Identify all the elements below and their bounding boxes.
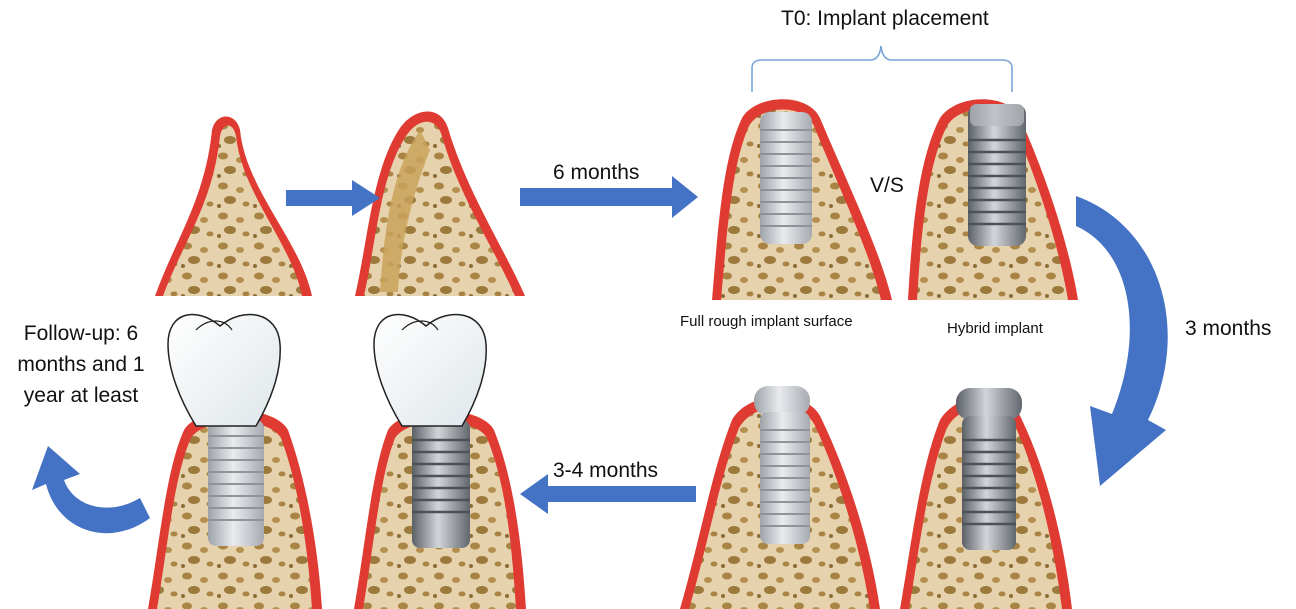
implant-hybrid-healing [956, 388, 1022, 550]
crown-icon [374, 314, 486, 426]
ridge-narrow [155, 117, 312, 297]
interval-6-months: 6 months [553, 161, 639, 185]
curved-arrow-icon [32, 446, 150, 533]
versus-label: V/S [870, 174, 904, 198]
ridge-augmented [355, 111, 525, 296]
full-rough-label: Full rough implant surface [680, 313, 853, 330]
curved-arrow-icon [1076, 196, 1168, 486]
crown-icon [168, 314, 280, 426]
implant-full-rough-healing [754, 386, 810, 544]
followup-label: Follow-up: 6 months and 1 year at least [6, 318, 156, 411]
implant-hybrid-final [412, 420, 470, 548]
timepoint-title: T0: Implant placement [781, 7, 989, 31]
bracket [752, 46, 1012, 92]
implant-full-rough-top [760, 112, 812, 244]
interval-3-4-months: 3-4 months [553, 459, 658, 483]
block-arrow-icon [286, 180, 380, 216]
interval-3-months: 3 months [1185, 317, 1271, 341]
hybrid-label: Hybrid implant [947, 320, 1043, 337]
implant-hybrid-top [968, 104, 1026, 246]
implant-full-rough-final [208, 420, 264, 546]
